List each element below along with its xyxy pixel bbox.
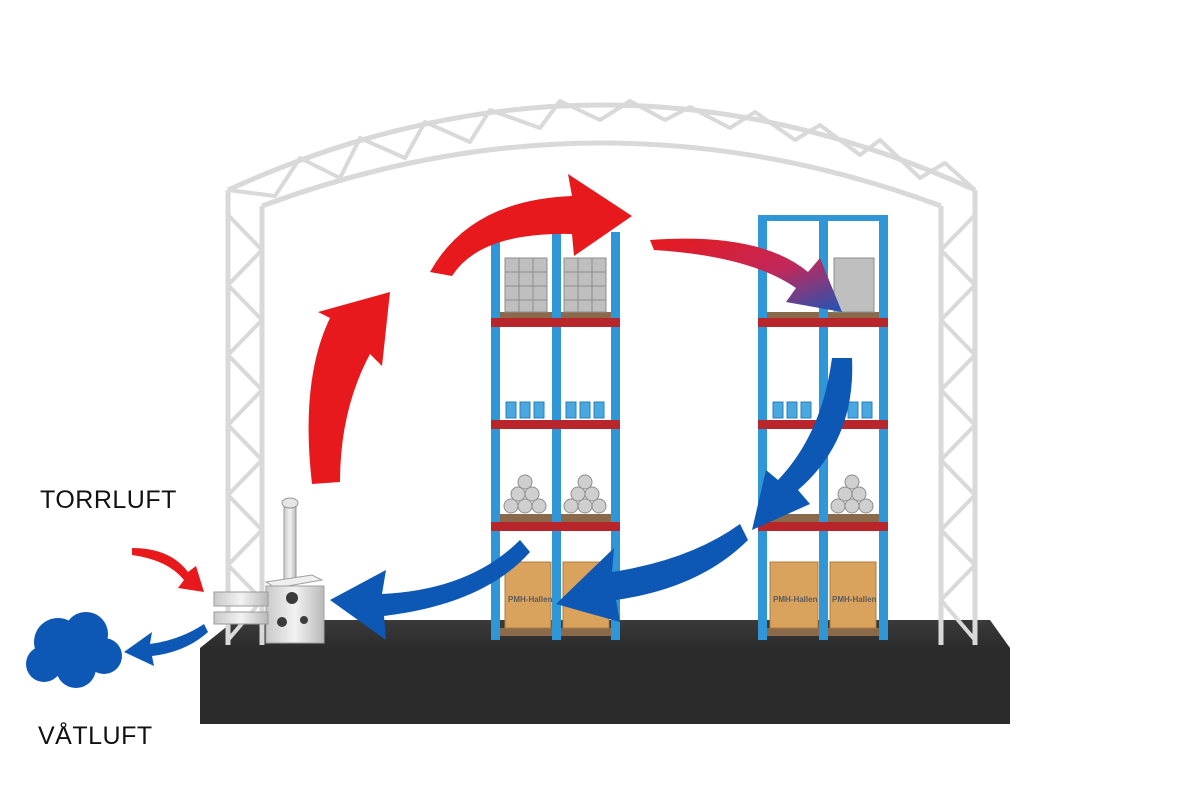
- left-rack: PMH-Hallen PMH-Hallen: [491, 232, 620, 640]
- wet-air-return-arrow: [556, 524, 748, 622]
- cardboard-box: [504, 561, 552, 629]
- dry-air-top-arrow: [430, 174, 632, 276]
- cardboard-box: [769, 561, 819, 629]
- cloud-icon: [26, 612, 122, 688]
- wet-air-arrows: [124, 358, 853, 666]
- wet-air-label: VÅTLUFT: [38, 722, 153, 750]
- dry-air-arrows: [132, 174, 632, 592]
- wet-air-descend-arrow: [752, 358, 853, 530]
- cardboard-box: [829, 561, 877, 629]
- wet-air-exhaust-arrow: [124, 624, 208, 666]
- dehumidifier-icon: [213, 497, 325, 644]
- dry-air-rise-arrow: [308, 292, 390, 484]
- box-logo: PMH-Hallen: [508, 595, 553, 604]
- mixed-air-arrow: [650, 238, 842, 312]
- dry-air-inlet-arrow: [132, 548, 204, 592]
- crates: [504, 257, 607, 313]
- box-logo: PMH-Hallen: [773, 595, 818, 604]
- wet-air-to-unit-arrow: [330, 540, 530, 640]
- box-logo: PMH-Hallen: [832, 595, 877, 604]
- arch-truss: [225, 99, 978, 645]
- dry-air-label: TORRLUFT: [40, 486, 177, 514]
